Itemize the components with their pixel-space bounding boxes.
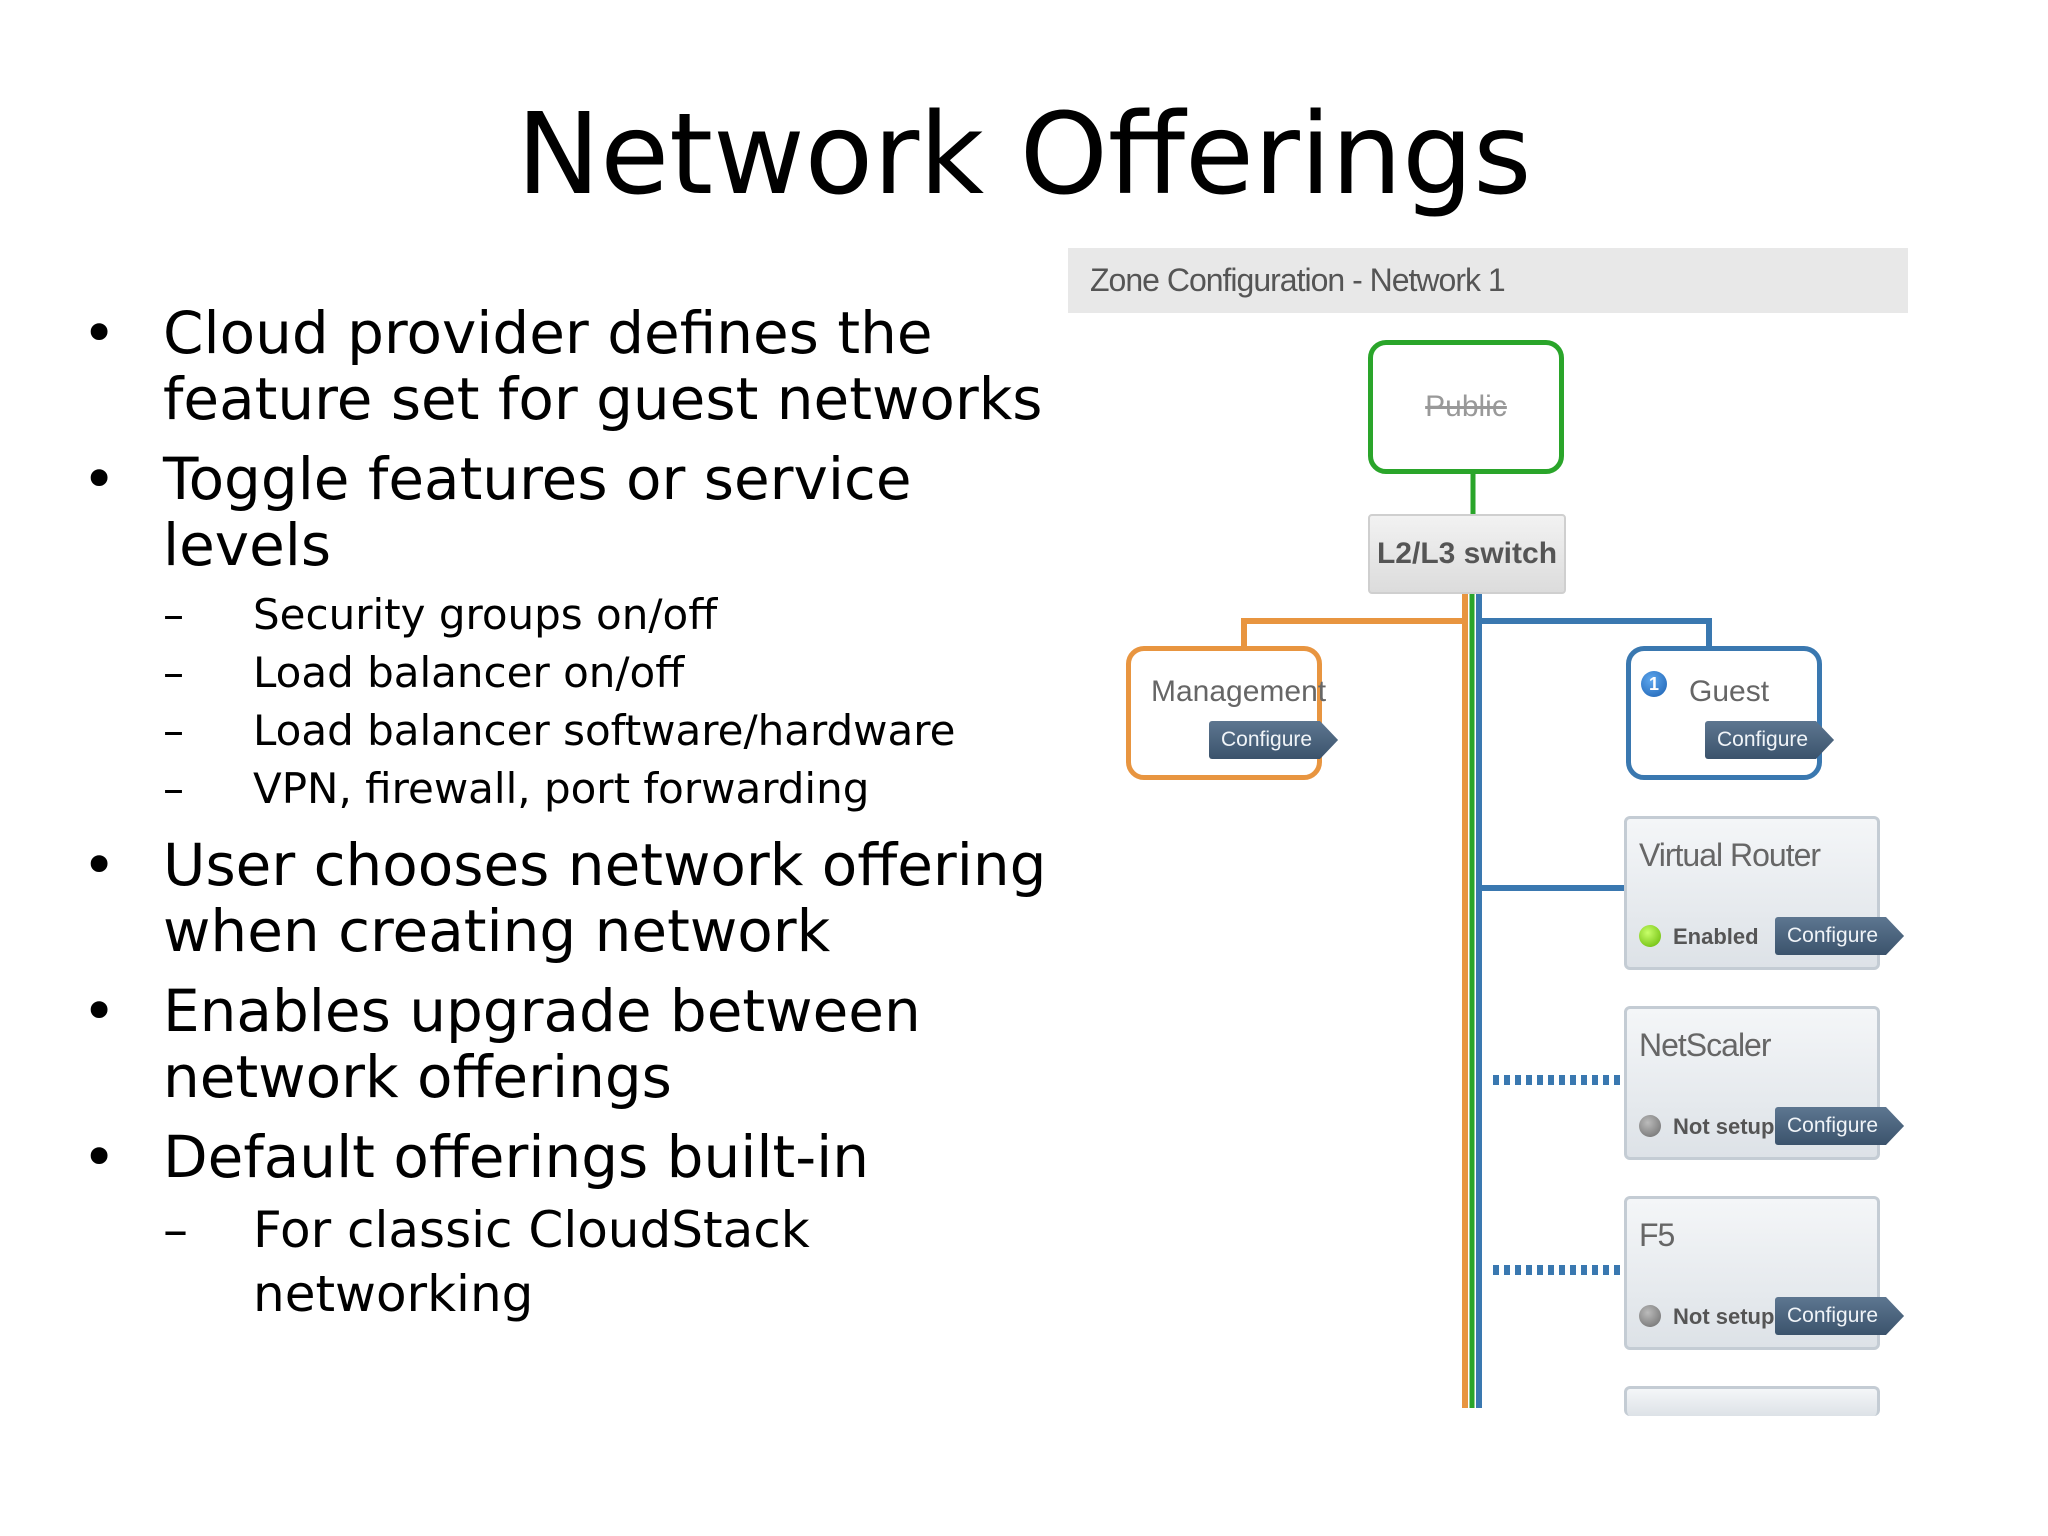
guest-label: Guest	[1689, 675, 1770, 708]
zone-network-diagram: Zone Configuration - Network 1 Public L2…	[1068, 248, 1908, 1416]
sub-bullet-list: – Security groups on/off – Load balancer o…	[163, 586, 1060, 818]
provider-name: Virtual Router	[1639, 837, 1821, 873]
netscaler-configure-button[interactable]: Configure	[1775, 1107, 1905, 1145]
slide-title: Network Offerings	[516, 90, 1532, 220]
sub-bullet-text: For classic CloudStack networking	[253, 1201, 810, 1323]
guest-network-node: 1 Guest Configure	[1626, 646, 1835, 780]
zone-configuration-header: Zone Configuration - Network 1	[1068, 248, 1908, 313]
bullet-text: Enables upgrade between network offering…	[163, 977, 921, 1111]
sub-bullet-item: – Security groups on/off	[163, 586, 1060, 644]
bullet-text: Toggle features or service levels	[163, 445, 912, 579]
public-network-node[interactable]: Public	[1368, 340, 1564, 474]
bullet-item: • Cloud provider defines the feature set…	[80, 300, 1060, 432]
bullet-text: User chooses network offering when creat…	[163, 831, 1047, 965]
bullet-item: • Enables upgrade between network offeri…	[80, 978, 1060, 1110]
dash-icon: –	[163, 764, 184, 813]
bullet-dot-icon: •	[82, 1123, 117, 1191]
bullet-list: • Cloud provider defines the feature set…	[80, 300, 1060, 1340]
provider-name: F5	[1639, 1217, 1675, 1253]
provider-status: Not setup	[1673, 1114, 1775, 1139]
status-led-icon	[1639, 925, 1661, 947]
sub-bullet-list: – For classic CloudStack networking	[163, 1198, 1060, 1326]
info-icon: 1	[1641, 671, 1667, 697]
dash-icon: –	[163, 648, 184, 697]
bullet-item: • Default offerings built-in – For classi…	[80, 1124, 1060, 1326]
provider-partial-next	[1624, 1386, 1880, 1416]
management-label: Management	[1151, 675, 1327, 708]
l2-l3-switch: L2/L3 switch	[1368, 514, 1566, 594]
provider-virtual-router: Virtual Router Enabled Configure	[1624, 816, 1905, 970]
dash-icon: –	[163, 1201, 188, 1259]
provider-status: Enabled	[1673, 924, 1759, 949]
sub-bullet-text: Security groups on/off	[253, 590, 718, 639]
bullet-item: • User chooses network offering when cre…	[80, 832, 1060, 964]
guest-configure-button[interactable]: Configure	[1705, 721, 1835, 759]
status-led-icon	[1639, 1115, 1661, 1137]
bullet-text: Default offerings built-in	[163, 1123, 870, 1191]
sub-bullet-item: – VPN, firewall, port forwarding	[163, 760, 1060, 818]
dash-icon: –	[163, 706, 184, 755]
bullet-dot-icon: •	[82, 831, 117, 899]
bullet-dot-icon: •	[82, 299, 117, 367]
network-connection-lines	[1241, 474, 1712, 1408]
sub-bullet-item: – Load balancer on/off	[163, 644, 1060, 702]
virtual-router-configure-button[interactable]: Configure	[1775, 917, 1905, 955]
management-configure-button[interactable]: Configure	[1209, 721, 1339, 759]
f5-configure-button[interactable]: Configure	[1775, 1297, 1905, 1335]
public-label: Public	[1425, 390, 1507, 423]
sub-bullet-item: – For classic CloudStack networking	[163, 1198, 1060, 1326]
bullet-text: Cloud provider defines the feature set f…	[163, 299, 1043, 433]
sub-bullet-text: VPN, firewall, port forwarding	[253, 764, 870, 813]
dash-icon: –	[163, 590, 184, 639]
provider-name: NetScaler	[1639, 1027, 1771, 1063]
bullet-item: • Toggle features or service levels – Sec…	[80, 446, 1060, 818]
status-led-icon	[1639, 1305, 1661, 1327]
bullet-dot-icon: •	[82, 977, 117, 1045]
provider-f5: F5 Not setup Configure	[1624, 1196, 1905, 1350]
sub-bullet-item: – Load balancer software/hardware	[163, 702, 1060, 760]
management-network-node: Management Configure	[1126, 646, 1339, 780]
provider-netscaler: NetScaler Not setup Configure	[1624, 1006, 1905, 1160]
bullet-dot-icon: •	[82, 445, 117, 513]
sub-bullet-text: Load balancer software/hardware	[253, 706, 956, 755]
provider-status: Not setup	[1673, 1304, 1775, 1329]
sub-bullet-text: Load balancer on/off	[253, 648, 685, 697]
